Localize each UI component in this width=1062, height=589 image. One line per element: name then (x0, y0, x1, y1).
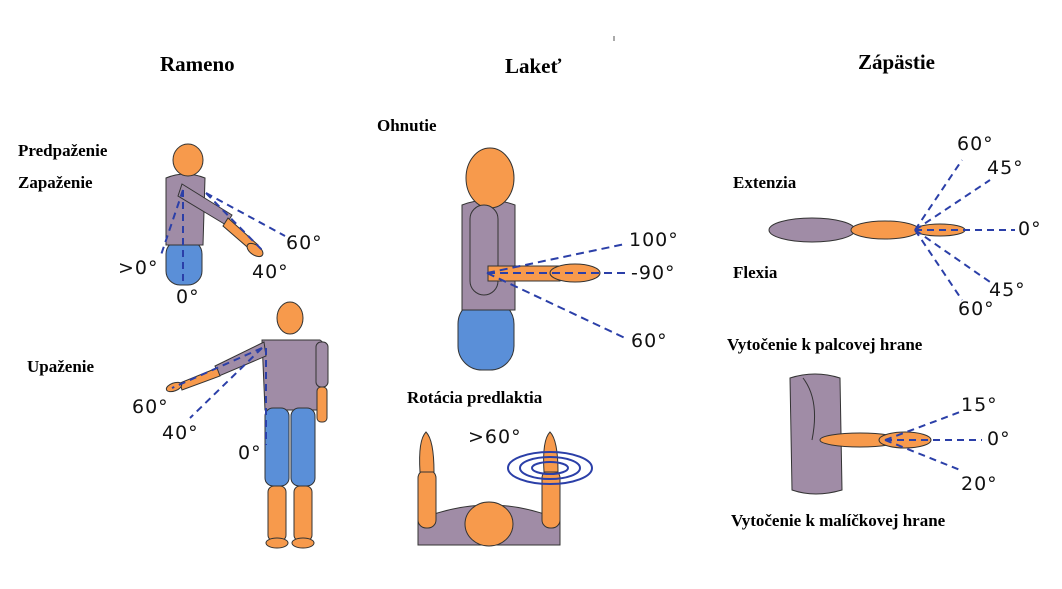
label-shoulder-flexion: Predpaženie (18, 141, 107, 161)
angle-shoulder-ext: >0° (118, 257, 159, 279)
label-forearm-rotation: Rotácia predlaktia (407, 388, 542, 408)
elbow-figure (458, 148, 628, 370)
angle-forearm-rotation: >60° (468, 426, 522, 448)
wrist-flexion-figure (769, 160, 1015, 300)
label-wrist-radial-deviation: Vytočenie k palcovej hrane (727, 335, 922, 355)
angle-wrist-dev-15: 15° (961, 394, 998, 416)
angle-shoulder-flex-40: 40° (252, 261, 289, 283)
angle-wrist-ext-60: 60° (957, 133, 994, 155)
label-wrist-extension: Extenzia (733, 173, 796, 193)
label-elbow-flexion: Ohnutie (377, 116, 437, 136)
angle-wrist-dev-20: 20° (961, 473, 998, 495)
angle-abduction-60: 60° (132, 396, 169, 418)
heading-wrist: Zápästie (858, 50, 935, 75)
heading-shoulder: Rameno (160, 52, 235, 77)
forearm-rotation-figure (418, 432, 592, 546)
label-wrist-ulnar-deviation: Vytočenie k malíčkovej hrane (731, 511, 945, 531)
wrist-deviation-figure (790, 374, 982, 494)
angle-wrist-flex-60: 60° (958, 298, 995, 320)
label-wrist-flexion: Flexia (733, 263, 777, 283)
angle-elbow-60: 60° (631, 330, 668, 352)
label-shoulder-extension: Zapaženie (18, 173, 93, 193)
angle-abduction-40: 40° (162, 422, 199, 444)
angle-elbow-90: -90° (631, 262, 676, 284)
angle-elbow-100: 100° (629, 229, 679, 251)
label-shoulder-abduction: Upaženie (27, 357, 94, 377)
angle-wrist-dev-zero: 0° (987, 428, 1011, 450)
angle-wrist-ext-45: 45° (987, 157, 1024, 179)
angle-shoulder-zero: 0° (176, 286, 200, 308)
angle-shoulder-flex-60: 60° (286, 232, 323, 254)
angle-abduction-zero: 0° (238, 442, 262, 464)
angle-wrist-zero: 0° (1018, 218, 1042, 240)
heading-elbow: Lakeť (505, 54, 561, 79)
